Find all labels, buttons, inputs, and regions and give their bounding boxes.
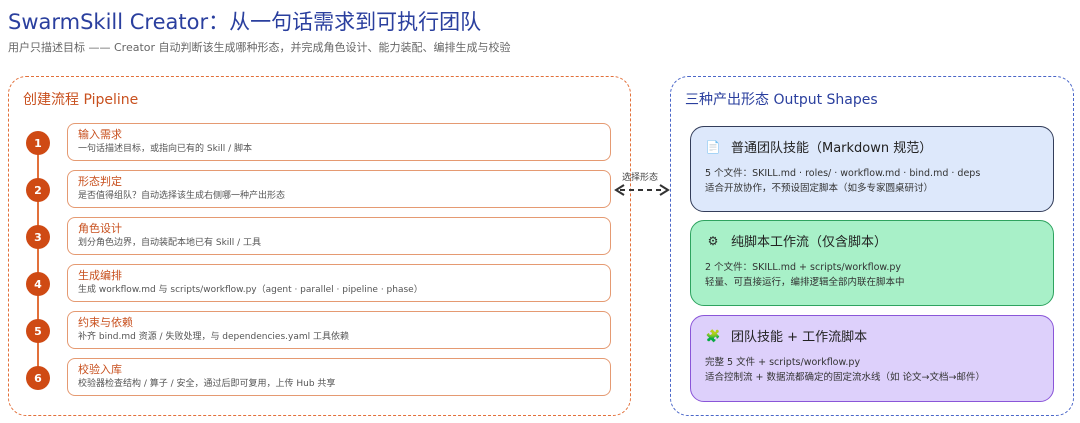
step-title: 生成编排 [78,269,122,282]
step-title: 输入需求 [78,128,122,141]
step-number: 6 [26,366,50,390]
step-desc: 校验器检查结构 / 算子 / 安全，通过后即可复用，上传 Hub 共享 [78,379,336,389]
step-title: 形态判定 [78,175,122,188]
shape-card-team-plus-script: 🧩 团队技能 + 工作流脚本 完整 5 文件 + scripts/workflo… [690,315,1054,402]
shape-title: 团队技能 + 工作流脚本 [731,330,868,345]
output-shapes-title: 三种产出形态 Output Shapes [685,92,878,108]
shape-card-markdown-team: 📄 普通团队技能（Markdown 规范） 5 个文件：SKILL.md · r… [690,126,1054,212]
step-desc: 一句话描述目标，或指向已有的 Skill / 脚本 [78,144,253,154]
step-card: 校验入库 校验器检查结构 / 算子 / 安全，通过后即可复用，上传 Hub 共享 [67,358,611,396]
step-desc: 划分角色边界，自动装配本地已有 Skill / 工具 [78,238,262,248]
pipeline-panel: 创建流程 Pipeline [8,76,631,416]
shape-detail: 2 个文件：SKILL.md + scripts/workflow.py [705,262,901,273]
shape-card-script-workflow: ⚙ 纯脚本工作流（仅含脚本） 2 个文件：SKILL.md + scripts/… [690,220,1054,306]
step-card: 约束与依赖 补齐 bind.md 资源 / 失败处理，与 dependencie… [67,311,611,349]
step-card: 形态判定 是否值得组队？自动选择该生成右侧哪一种产出形态 [67,170,611,208]
step-card: 角色设计 划分角色边界，自动装配本地已有 Skill / 工具 [67,217,611,255]
connector-label: 选择形态 [622,173,659,183]
timeline-connector [37,144,39,378]
shape-detail: 适合控制流 + 数据流都确定的固定流水线（如 论文→文档→邮件） [705,372,985,383]
step-card: 输入需求 一句话描述目标，或指向已有的 Skill / 脚本 [67,123,611,161]
page-subtitle: 用户只描述目标 —— Creator 自动判断该生成哪种形态，并完成角色设计、能… [8,41,511,54]
puzzle-icon: 🧩 [705,328,721,343]
shape-detail: 轻量、可直接运行，编排逻辑全部内联在脚本中 [705,277,905,288]
document-icon: 📄 [705,139,721,154]
step-desc: 生成 workflow.md 与 scripts/workflow.py（age… [78,285,423,295]
output-shapes-panel: 三种产出形态 Output Shapes [670,76,1074,416]
shape-detail: 适合开放协作，不预设固定脚本（如多专家圆桌研讨） [705,183,934,194]
step-number: 4 [26,272,50,296]
step-title: 校验入库 [78,363,122,376]
step-number: 3 [26,225,50,249]
step-desc: 补齐 bind.md 资源 / 失败处理，与 dependencies.yaml… [78,332,349,342]
page-title: SwarmSkill Creator：从一句话需求到可执行团队 [8,10,482,34]
step-title: 约束与依赖 [78,316,133,329]
step-desc: 是否值得组队？自动选择该生成右侧哪一种产出形态 [78,191,286,201]
pipeline-title: 创建流程 Pipeline [23,92,139,108]
shape-detail: 5 个文件：SKILL.md · roles/ · workflow.md · … [705,168,981,179]
step-number: 1 [26,131,50,155]
step-card: 生成编排 生成 workflow.md 与 scripts/workflow.p… [67,264,611,302]
shape-title: 纯脚本工作流（仅含脚本） [731,235,888,250]
step-number: 5 [26,319,50,343]
shape-detail: 完整 5 文件 + scripts/workflow.py [705,357,861,368]
shape-title: 普通团队技能（Markdown 规范） [731,141,933,156]
gear-icon: ⚙ [707,233,719,248]
step-title: 角色设计 [78,222,122,235]
step-number: 2 [26,178,50,202]
bidirectional-arrow-icon [614,184,670,196]
